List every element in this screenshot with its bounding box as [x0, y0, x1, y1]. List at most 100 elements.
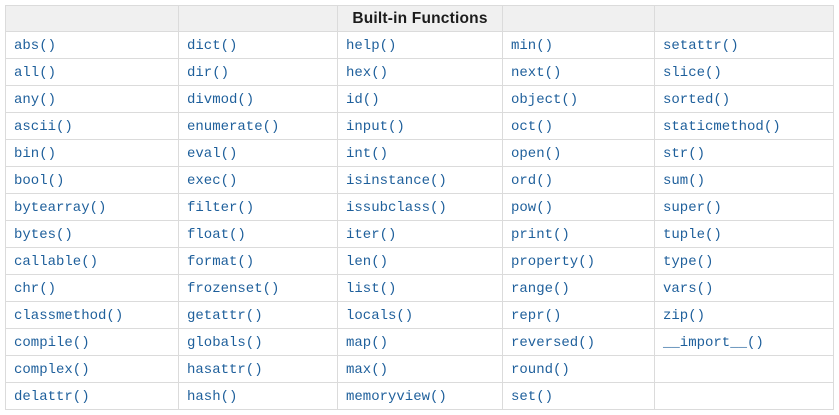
function-link[interactable]: open() [511, 146, 562, 162]
function-link[interactable]: hash() [187, 389, 238, 405]
table-row: chr() frozenset() list() range() vars() [5, 274, 834, 302]
table-cell: type() [654, 247, 834, 275]
table-cell: memoryview() [337, 382, 503, 410]
function-link[interactable]: all() [14, 65, 57, 81]
table-cell: compile() [5, 328, 179, 356]
function-link[interactable]: super() [663, 200, 722, 216]
table-row: classmethod() getattr() locals() repr() zip(… [5, 301, 834, 329]
function-link[interactable]: divmod() [187, 92, 255, 108]
table-cell: next() [502, 58, 655, 86]
table-cell: __import__() [654, 328, 834, 356]
function-link[interactable]: object() [511, 92, 579, 108]
function-link[interactable]: vars() [663, 281, 714, 297]
table-cell: getattr() [178, 301, 338, 329]
table-row: bool() exec() isinstance() ord() sum() [5, 166, 834, 194]
function-link[interactable]: iter() [346, 227, 397, 243]
function-link[interactable]: complex() [14, 362, 90, 378]
table-cell: complex() [5, 355, 179, 383]
table-header-row: Built-in Functions [5, 5, 834, 32]
function-link[interactable]: len() [346, 254, 389, 270]
function-link[interactable]: zip() [663, 308, 706, 324]
table-cell: sum() [654, 166, 834, 194]
table-row: delattr() hash() memoryview() set() [5, 382, 834, 410]
function-link[interactable]: set() [511, 389, 554, 405]
function-link[interactable]: hex() [346, 65, 389, 81]
function-link[interactable]: float() [187, 227, 246, 243]
function-link[interactable]: property() [511, 254, 596, 270]
table-cell: bytes() [5, 220, 179, 248]
function-link[interactable]: chr() [14, 281, 57, 297]
function-link[interactable]: help() [346, 38, 397, 54]
function-link[interactable]: compile() [14, 335, 90, 351]
function-link[interactable]: abs() [14, 38, 57, 54]
function-link[interactable]: memoryview() [346, 389, 447, 405]
function-link[interactable]: max() [346, 362, 389, 378]
function-link[interactable]: print() [511, 227, 570, 243]
function-link[interactable]: sorted() [663, 92, 731, 108]
function-link[interactable]: any() [14, 92, 57, 108]
table-cell: print() [502, 220, 655, 248]
function-link[interactable]: str() [663, 146, 706, 162]
function-link[interactable]: callable() [14, 254, 99, 270]
table-cell: iter() [337, 220, 503, 248]
function-link[interactable]: id() [346, 92, 380, 108]
function-link[interactable]: exec() [187, 173, 238, 189]
function-link[interactable]: slice() [663, 65, 722, 81]
function-link[interactable]: isinstance() [346, 173, 447, 189]
function-link[interactable]: sum() [663, 173, 706, 189]
table-cell: isinstance() [337, 166, 503, 194]
function-link[interactable]: ascii() [14, 119, 73, 135]
function-link[interactable]: bool() [14, 173, 65, 189]
table-cell: id() [337, 85, 503, 113]
table-cell: ord() [502, 166, 655, 194]
function-link[interactable]: oct() [511, 119, 554, 135]
function-link[interactable]: __import__() [663, 335, 764, 351]
function-link[interactable]: min() [511, 38, 554, 54]
table-cell: hash() [178, 382, 338, 410]
function-link[interactable]: classmethod() [14, 308, 124, 324]
table-row: any() divmod() id() object() sorted() [5, 85, 834, 113]
table-cell: range() [502, 274, 655, 302]
function-link[interactable]: repr() [511, 308, 562, 324]
function-link[interactable]: delattr() [14, 389, 90, 405]
table-cell: globals() [178, 328, 338, 356]
function-link[interactable]: issubclass() [346, 200, 447, 216]
function-link[interactable]: eval() [187, 146, 238, 162]
function-link[interactable]: enumerate() [187, 119, 280, 135]
function-link[interactable]: globals() [187, 335, 263, 351]
function-link[interactable]: dict() [187, 38, 238, 54]
function-link[interactable]: tuple() [663, 227, 722, 243]
table-cell: bool() [5, 166, 179, 194]
header-cell-empty-2 [178, 5, 338, 32]
function-link[interactable]: input() [346, 119, 405, 135]
function-link[interactable]: dir() [187, 65, 230, 81]
function-link[interactable]: bytes() [14, 227, 73, 243]
function-link[interactable]: map() [346, 335, 389, 351]
function-link[interactable]: locals() [346, 308, 414, 324]
function-link[interactable]: setattr() [663, 38, 739, 54]
function-link[interactable]: list() [346, 281, 397, 297]
function-link[interactable]: round() [511, 362, 570, 378]
function-link[interactable]: next() [511, 65, 562, 81]
function-link[interactable]: int() [346, 146, 389, 162]
table-cell: repr() [502, 301, 655, 329]
function-link[interactable]: format() [187, 254, 255, 270]
table-cell: property() [502, 247, 655, 275]
function-link[interactable]: type() [663, 254, 714, 270]
function-link[interactable]: pow() [511, 200, 554, 216]
function-link[interactable]: filter() [187, 200, 255, 216]
function-link[interactable]: hasattr() [187, 362, 263, 378]
function-link[interactable]: bin() [14, 146, 57, 162]
function-link[interactable]: reversed() [511, 335, 596, 351]
table-cell: ascii() [5, 112, 179, 140]
table-cell: round() [502, 355, 655, 383]
function-link[interactable]: ord() [511, 173, 554, 189]
table-cell: dir() [178, 58, 338, 86]
function-link[interactable]: staticmethod() [663, 119, 781, 135]
function-link[interactable]: frozenset() [187, 281, 280, 297]
table-row: bytes() float() iter() print() tuple() [5, 220, 834, 248]
function-link[interactable]: range() [511, 281, 570, 297]
function-link[interactable]: getattr() [187, 308, 263, 324]
function-link[interactable]: bytearray() [14, 200, 107, 216]
table-cell: float() [178, 220, 338, 248]
